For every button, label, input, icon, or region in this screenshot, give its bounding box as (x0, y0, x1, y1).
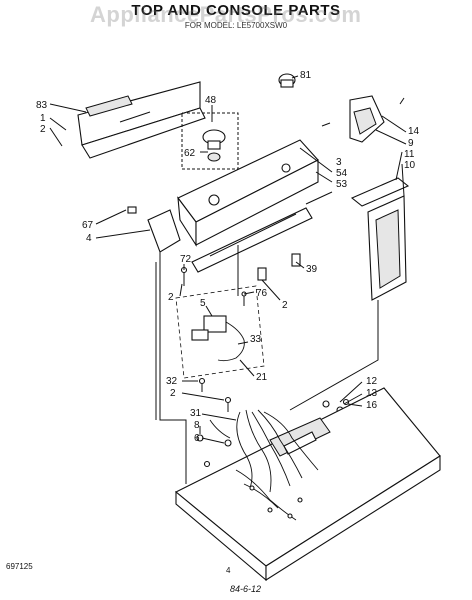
callout-labels: 83 1 2 48 81 62 14 9 3 11 54 10 53 67 4 … (36, 70, 420, 444)
callout-14: 14 (408, 126, 420, 137)
callout-67: 67 (82, 220, 94, 231)
callout-62: 62 (184, 148, 196, 159)
callout-33: 33 (250, 334, 262, 345)
callout-48: 48 (205, 95, 217, 106)
callout-2c: 2 (282, 300, 288, 311)
callout-2d: 2 (170, 388, 176, 399)
callout-39: 39 (306, 264, 318, 275)
page-title: TOP AND CONSOLE PARTS (131, 2, 341, 19)
routing-lines (155, 245, 379, 484)
callout-13: 13 (366, 388, 378, 399)
top-cabinet (174, 387, 441, 582)
model-subtitle: FOR MODEL: LE5700XSW0 (184, 21, 288, 30)
callout-5: 5 (200, 298, 206, 309)
callout-3: 3 (336, 157, 342, 168)
callout-4: 4 (86, 233, 92, 244)
callout-21: 21 (256, 372, 268, 383)
part-code: 697125 (6, 562, 33, 571)
callout-11: 11 (404, 149, 415, 160)
back-panel (77, 81, 206, 159)
callout-53: 53 (336, 179, 348, 190)
callout-16: 16 (366, 400, 378, 411)
timer-group (181, 112, 239, 170)
callout-72: 72 (180, 254, 192, 265)
lint-filter (350, 177, 410, 301)
callout-1: 1 (40, 113, 46, 124)
knob-81 (278, 73, 296, 88)
right-end-cap (321, 95, 405, 143)
wiring-harness (209, 409, 319, 521)
page-number: 4 (226, 566, 231, 575)
callout-10: 10 (404, 160, 416, 171)
small-hardware (180, 253, 350, 468)
callout-54: 54 (336, 168, 348, 179)
leader-lines (49, 75, 407, 444)
callout-2b: 2 (168, 292, 174, 303)
console-assembly (177, 139, 319, 273)
callout-83: 83 (36, 100, 48, 111)
handwritten-note: 84-6-12 (230, 584, 262, 594)
callout-8: 8 (194, 420, 200, 431)
callout-12: 12 (366, 376, 378, 387)
callout-31: 31 (190, 408, 202, 419)
callout-81: 81 (300, 70, 312, 81)
callout-6: 6 (194, 433, 200, 444)
callout-9: 9 (408, 138, 414, 149)
switch-assembly (175, 285, 265, 379)
left-end-cap (127, 206, 181, 253)
callout-2: 2 (40, 124, 46, 135)
callout-32: 32 (166, 376, 178, 387)
callout-76: 76 (256, 288, 268, 299)
